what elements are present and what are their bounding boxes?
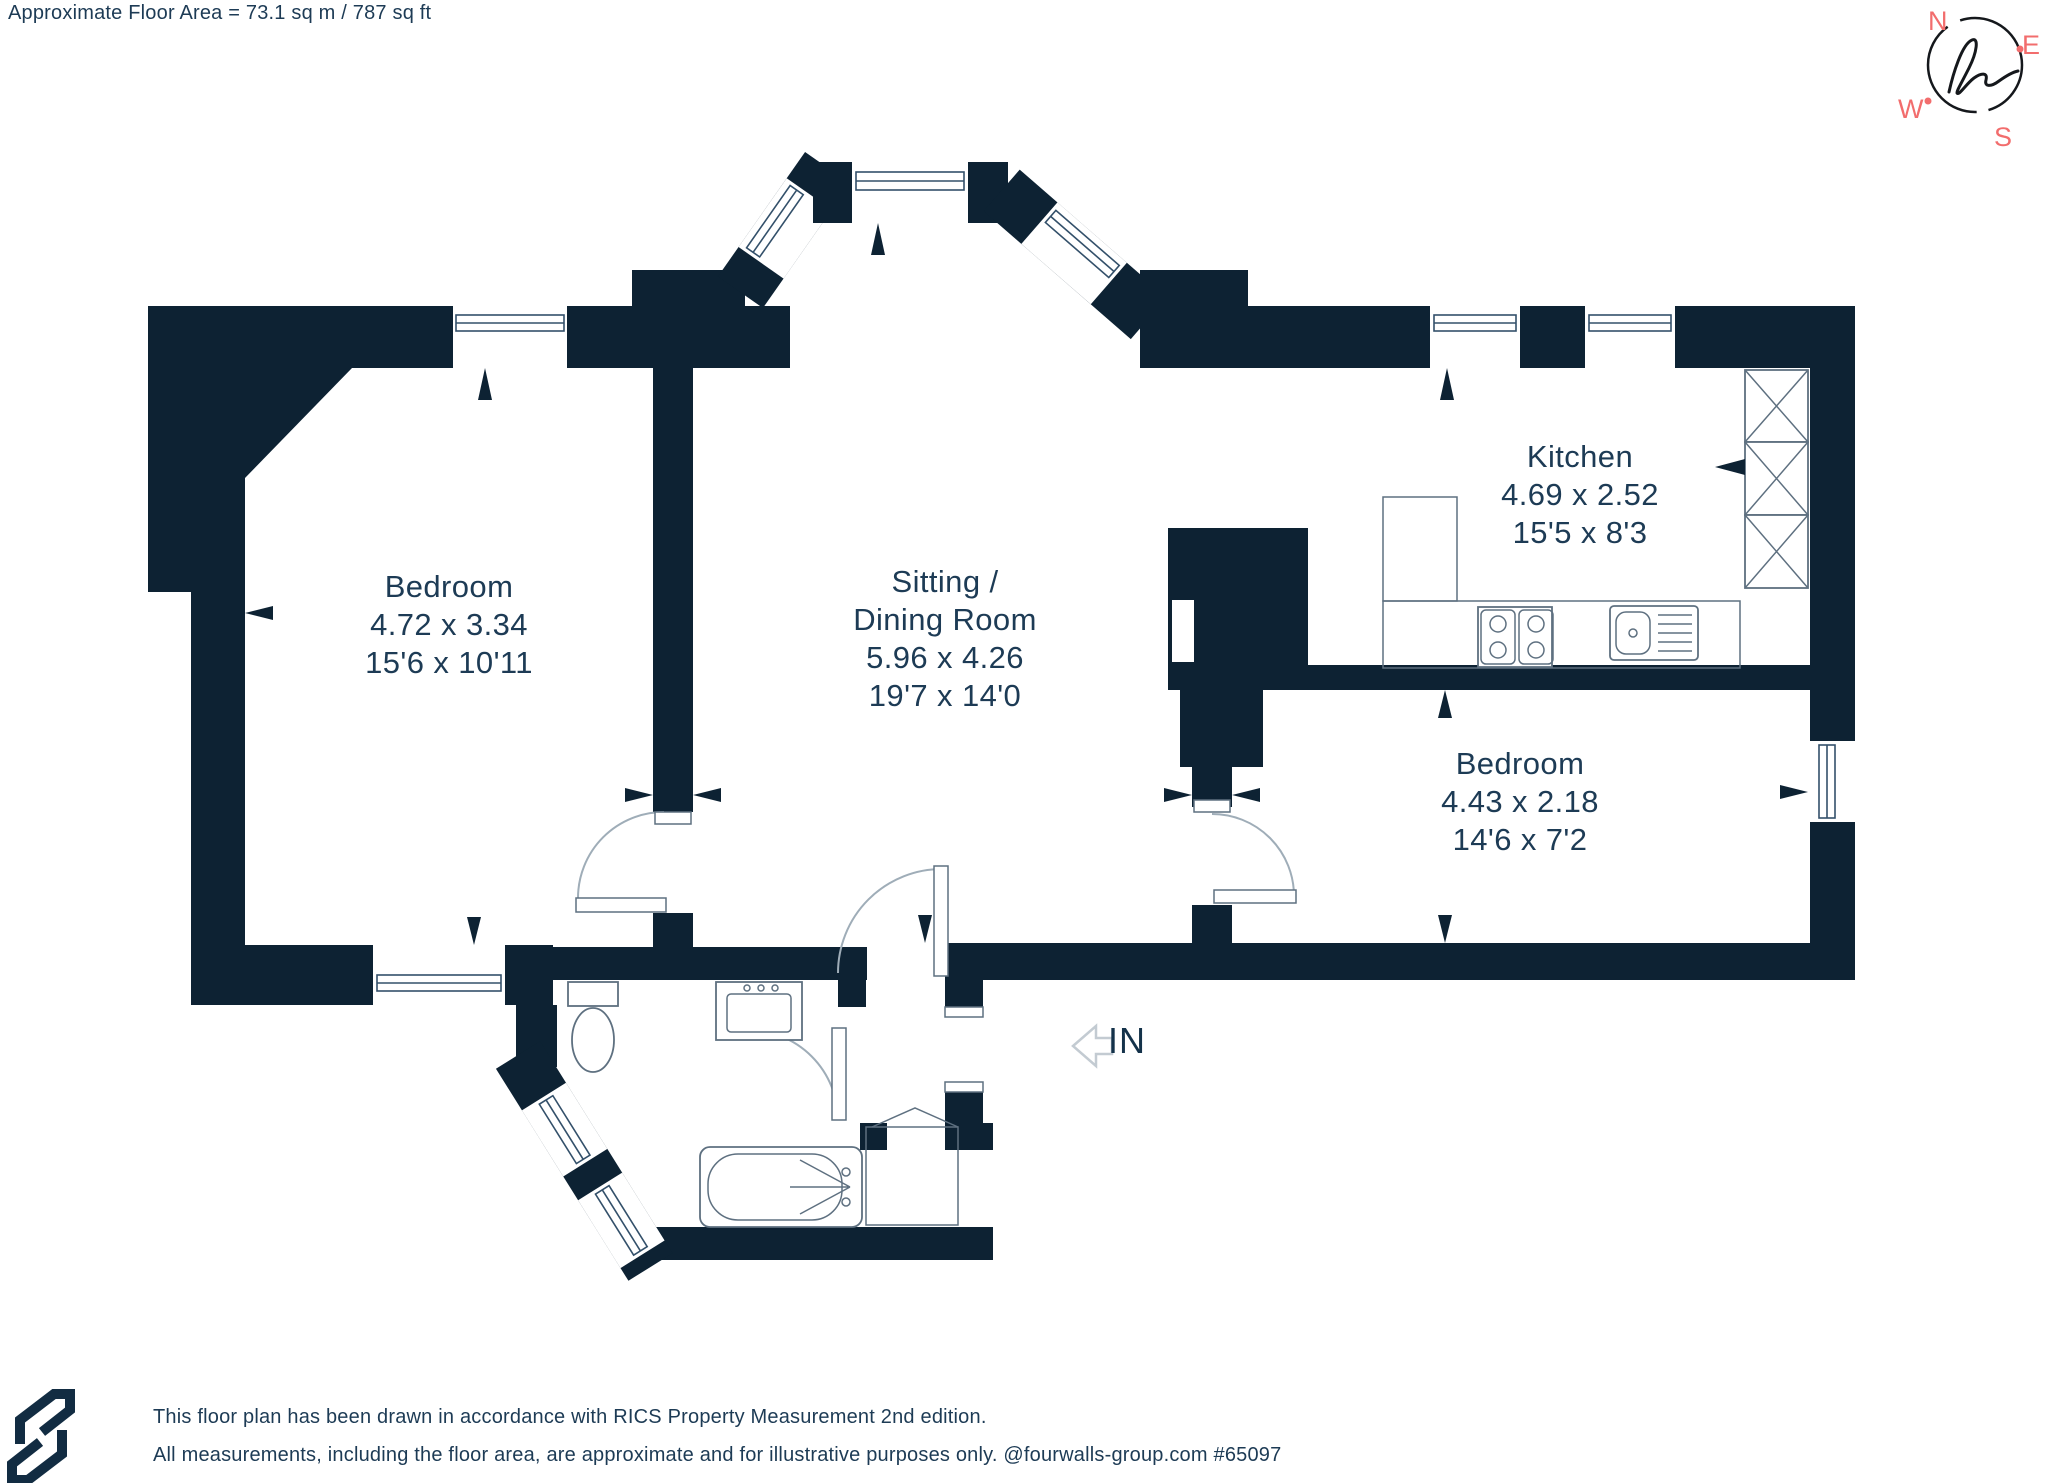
- sink: [1609, 605, 1699, 661]
- compass-icon: [1924, 16, 2024, 114]
- room-dims-metric: 4.43 x 2.18: [1441, 784, 1599, 819]
- room-dims-metric: 4.72 x 3.34: [370, 607, 528, 642]
- room-dims-imperial: 15'6 x 10'11: [365, 645, 533, 680]
- room-dims-imperial: 14'6 x 7'2: [1452, 822, 1588, 857]
- room-dims-imperial: 19'7 x 14'0: [868, 678, 1022, 713]
- room-dims-metric: 4.69 x 2.52: [1501, 477, 1659, 512]
- basin: [715, 981, 803, 1041]
- radiator-ticks: [245, 223, 1808, 945]
- bedroom1-door: [575, 811, 692, 913]
- closet: [865, 1126, 959, 1226]
- toilet: [567, 981, 619, 1073]
- room-name: Kitchen: [1526, 439, 1634, 474]
- entrance-arrow-icon: [1071, 1023, 1114, 1069]
- floor-area-title: Approximate Floor Area = 73.1 sq m / 787…: [8, 2, 432, 24]
- fixtures: [567, 369, 1809, 1228]
- bathtub: [699, 1146, 863, 1228]
- room-name-line2: Dining Room: [853, 602, 1037, 637]
- compass-south-label: S: [1994, 122, 2013, 152]
- bay-centre-window: [852, 162, 968, 223]
- bay-right-diagonal: [983, 169, 1167, 340]
- hob: [1477, 606, 1554, 668]
- bedroom1-top-window: [453, 306, 567, 368]
- kitchen-counter: [1382, 496, 1741, 669]
- footer-rics-note: This floor plan has been drawn in accord…: [153, 1406, 987, 1428]
- entrance-in-label: IN: [1108, 1020, 1146, 1061]
- room-dims-metric: 5.96 x 4.26: [866, 640, 1024, 675]
- kitchen-window-2: [1585, 306, 1675, 368]
- compass-north-label: N: [1928, 6, 1948, 36]
- bedroom2-side-window: [1810, 741, 1855, 822]
- bath-diagonal-wall: [495, 1041, 673, 1281]
- room-name: Sitting /: [891, 564, 999, 599]
- kitchen-window-1: [1430, 306, 1520, 368]
- bedroom2-door: [1193, 799, 1297, 904]
- front-door: [837, 865, 949, 977]
- room-label-sitting-dining: Sitting / Dining Room 5.96 x 4.26 19'7 x…: [795, 563, 1095, 715]
- windows: [373, 162, 1855, 1005]
- room-label-bedroom-1: Bedroom 4.72 x 3.34 15'6 x 10'11: [299, 568, 599, 682]
- room-dims-imperial: 15'5 x 8'3: [1512, 515, 1648, 550]
- bathroom-door: [747, 1027, 847, 1121]
- bedroom1-bottom-window: [373, 945, 505, 1005]
- room-label-bedroom-2: Bedroom 4.43 x 2.18 14'6 x 7'2: [1370, 745, 1670, 859]
- closet-double-doors: [871, 1107, 959, 1128]
- room-name: Bedroom: [1455, 746, 1585, 781]
- room-label-kitchen: Kitchen 4.69 x 2.52 15'5 x 8'3: [1430, 438, 1730, 552]
- porch-door-jambs: [944, 1006, 984, 1093]
- compass-east-label: E: [2022, 30, 2041, 60]
- room-name: Bedroom: [384, 569, 514, 604]
- kitchen-cabinets: [1744, 369, 1809, 589]
- footer-disclaimer: All measurements, including the floor ar…: [153, 1444, 1282, 1466]
- compass-west-label: W: [1898, 94, 1924, 124]
- fourwalls-logo-icon: [7, 1389, 75, 1483]
